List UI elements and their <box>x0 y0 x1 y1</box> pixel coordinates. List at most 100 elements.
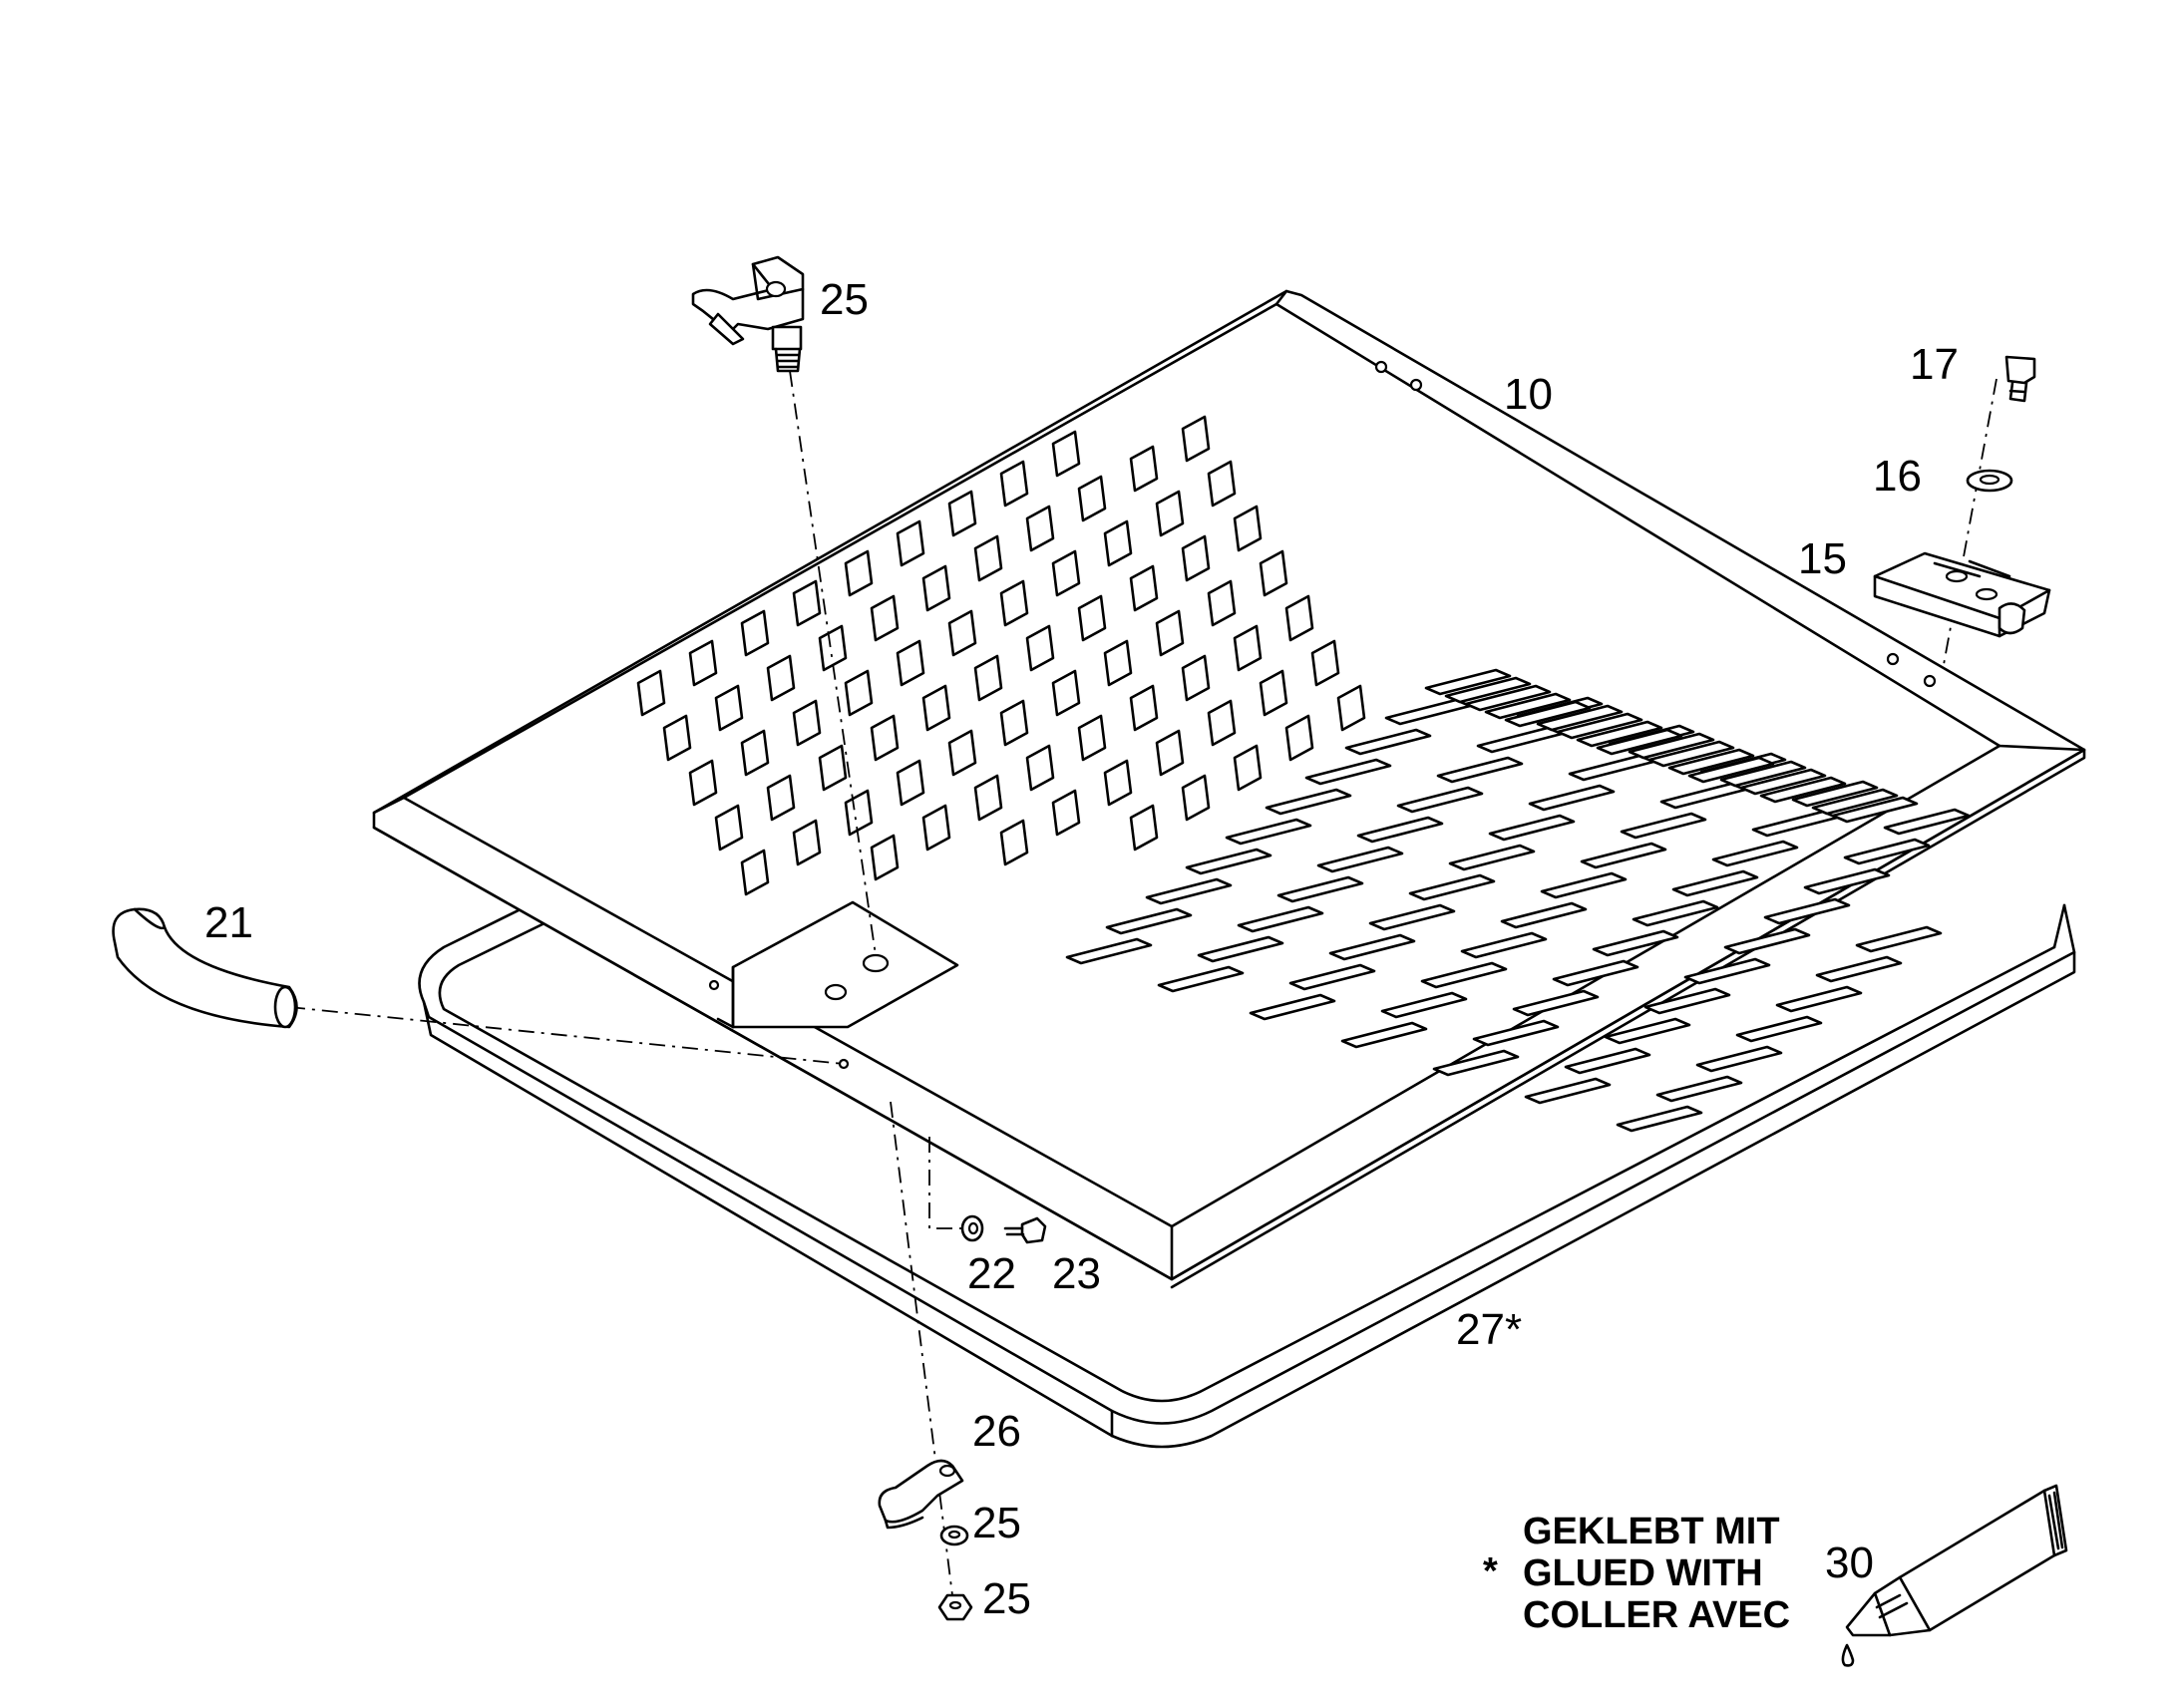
vertical-slot <box>870 714 900 762</box>
horizontal-slot <box>1671 869 1759 897</box>
vertical-slot <box>1155 609 1185 657</box>
horizontal-slot <box>1436 756 1524 784</box>
horizontal-slot <box>1815 955 1903 983</box>
horizontal-slot <box>1843 838 1931 865</box>
vertical-slot <box>1207 460 1237 508</box>
horizontal-slot <box>1576 720 1663 748</box>
vertical-slot <box>688 759 718 807</box>
vertical-slot <box>1129 804 1159 852</box>
vertical-slot <box>1310 639 1340 687</box>
horizontal-slot <box>1596 728 1683 756</box>
vertical-slot <box>1051 789 1081 837</box>
cover-panel <box>372 289 2086 1289</box>
horizontal-slot <box>1775 985 1863 1013</box>
horizontal-slot <box>1763 897 1851 925</box>
vertical-slot <box>766 774 796 822</box>
vertical-slot <box>1207 699 1237 747</box>
horizontal-slot <box>1500 901 1588 929</box>
horizontal-slot <box>1564 1047 1651 1075</box>
vertical-slot <box>1051 669 1081 717</box>
vertical-slot <box>1284 594 1314 642</box>
horizontal-slot <box>1288 963 1376 991</box>
vertical-slot <box>1259 549 1288 597</box>
horizontal-slot <box>1484 692 1572 720</box>
vertical-slot <box>1181 415 1211 463</box>
horizontal-slot <box>1528 784 1616 812</box>
vertical-slot <box>1155 729 1185 777</box>
vertical-slot <box>1025 505 1055 552</box>
vertical-slot <box>1103 639 1133 687</box>
washer <box>1966 469 2013 493</box>
vertical-slot <box>947 729 977 777</box>
horizontal-slot <box>1249 993 1336 1021</box>
vertical-slot <box>1051 549 1081 597</box>
horizontal-slot <box>1683 957 1771 985</box>
horizontal-slot <box>1759 776 1847 804</box>
note-line-en: GLUED WITH <box>1523 1552 1763 1594</box>
callout-17: 17 <box>1910 340 1959 389</box>
vertical-slot <box>714 804 744 852</box>
vertical-slot <box>844 669 874 717</box>
vertical-slot <box>662 714 692 762</box>
callout-22: 22 <box>967 1249 1016 1298</box>
horizontal-slot <box>1340 1021 1428 1049</box>
horizontal-slot <box>1803 867 1891 895</box>
horizontal-slot <box>1592 929 1679 957</box>
vertical-slot <box>947 490 977 537</box>
horizontal-slot <box>1580 842 1667 869</box>
small-washer <box>960 1214 984 1242</box>
horizontal-slot <box>1157 965 1245 993</box>
vertical-slot <box>1129 684 1159 732</box>
horizontal-slot <box>1065 937 1153 965</box>
note-asterisk: * <box>1483 1550 1498 1592</box>
seal-frame <box>418 903 2076 1449</box>
horizontal-slot <box>1883 808 1971 836</box>
vertical-slot <box>999 699 1029 747</box>
horizontal-slot <box>1632 899 1719 927</box>
horizontal-slot <box>1604 1017 1691 1045</box>
vertical-slot <box>1103 759 1133 807</box>
horizontal-slot-pattern <box>1065 668 1971 1133</box>
glue-note: * GEKLEBT MIT GLUED WITH COLLER AVEC <box>1483 1511 1790 1636</box>
horizontal-slot <box>1540 871 1628 899</box>
vertical-slot <box>766 654 796 702</box>
horizontal-slot <box>1145 877 1233 905</box>
vertical-slot <box>896 759 925 807</box>
vertical-slot <box>870 834 900 881</box>
vertical-slot <box>921 804 951 852</box>
horizontal-slot <box>1719 760 1807 788</box>
horizontal-slot <box>1512 989 1600 1017</box>
hex-nut <box>937 1593 973 1621</box>
vertical-slot <box>1233 505 1263 552</box>
vertical-slot <box>896 519 925 567</box>
horizontal-slot <box>1855 925 1943 953</box>
vertical-slot <box>1155 490 1185 537</box>
horizontal-slot <box>1197 935 1284 963</box>
vertical-slot-pattern <box>636 415 1366 896</box>
horizontal-slot <box>1396 786 1484 814</box>
vertical-slot <box>688 639 718 687</box>
vertical-slot <box>1025 744 1055 792</box>
vertical-slot <box>1077 594 1107 642</box>
horizontal-slot <box>1344 728 1432 756</box>
horizontal-slot <box>1328 933 1416 961</box>
horizontal-slot <box>1711 840 1799 867</box>
vertical-slot <box>1233 744 1263 792</box>
vertical-slot <box>973 654 1003 702</box>
horizontal-slot <box>1647 740 1735 768</box>
vertical-slot <box>818 744 848 792</box>
horizontal-slot <box>1356 816 1444 844</box>
horizontal-slot <box>1620 812 1707 840</box>
vertical-slot <box>740 729 770 777</box>
horizontal-slot <box>1105 907 1193 935</box>
horizontal-slot <box>1448 844 1536 871</box>
horizontal-slot <box>1225 818 1312 846</box>
horizontal-slot <box>1536 704 1624 732</box>
horizontal-slot <box>1735 1015 1823 1043</box>
horizontal-slot <box>1628 732 1715 760</box>
vertical-slot <box>636 669 666 717</box>
horizontal-slot <box>1524 1077 1612 1105</box>
vertical-slot <box>818 624 848 672</box>
horizontal-slot <box>1276 875 1364 903</box>
horizontal-slot <box>1739 768 1827 796</box>
